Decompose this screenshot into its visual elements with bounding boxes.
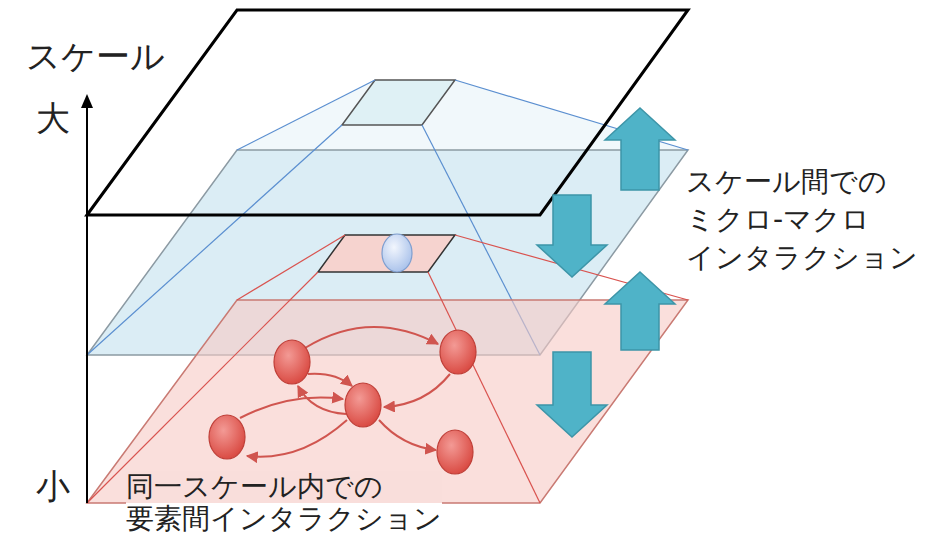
- axis-arrowhead: [81, 94, 93, 108]
- scale-axis: [86, 104, 88, 503]
- pyramid-edge: [428, 272, 540, 503]
- element-interactions: [240, 327, 450, 457]
- interaction-arrow: [247, 420, 347, 457]
- interaction-arrow: [379, 420, 436, 450]
- macro-cell: [342, 80, 455, 125]
- pyramid-edge: [237, 80, 375, 150]
- micro-element: [209, 415, 245, 459]
- down-arrow: [537, 352, 607, 437]
- top-plane-outline: [87, 10, 688, 215]
- interaction-arrow: [308, 374, 352, 386]
- micro-element: [274, 340, 310, 384]
- annotation: 同一スケール内での 要素間インタラクション: [126, 471, 442, 535]
- axis-min-label: 小: [36, 466, 70, 506]
- micro-element: [345, 383, 381, 427]
- micro-element: [440, 330, 476, 374]
- macro-element: [382, 234, 412, 272]
- micro-elements: [209, 330, 476, 474]
- axis-title: スケール: [26, 36, 165, 76]
- up-arrow: [605, 108, 675, 190]
- lower-pyramid-edges: [87, 235, 688, 503]
- annotation: スケール間での ミクロ-マクロ インタラクション: [686, 163, 918, 277]
- interaction-arrow: [240, 398, 343, 418]
- micro-element: [437, 430, 473, 474]
- interaction-arrow: [384, 374, 450, 407]
- interaction-arrow: [305, 327, 438, 348]
- pyramid-edge: [87, 272, 318, 503]
- micro-macro-arrows: [537, 108, 675, 437]
- up-arrow: [605, 272, 675, 350]
- axis-max-label: 大: [36, 98, 70, 138]
- meso-cell: [318, 235, 455, 272]
- pyramid-edge: [237, 235, 345, 300]
- interaction-arrow: [298, 386, 346, 414]
- down-arrow: [537, 195, 607, 277]
